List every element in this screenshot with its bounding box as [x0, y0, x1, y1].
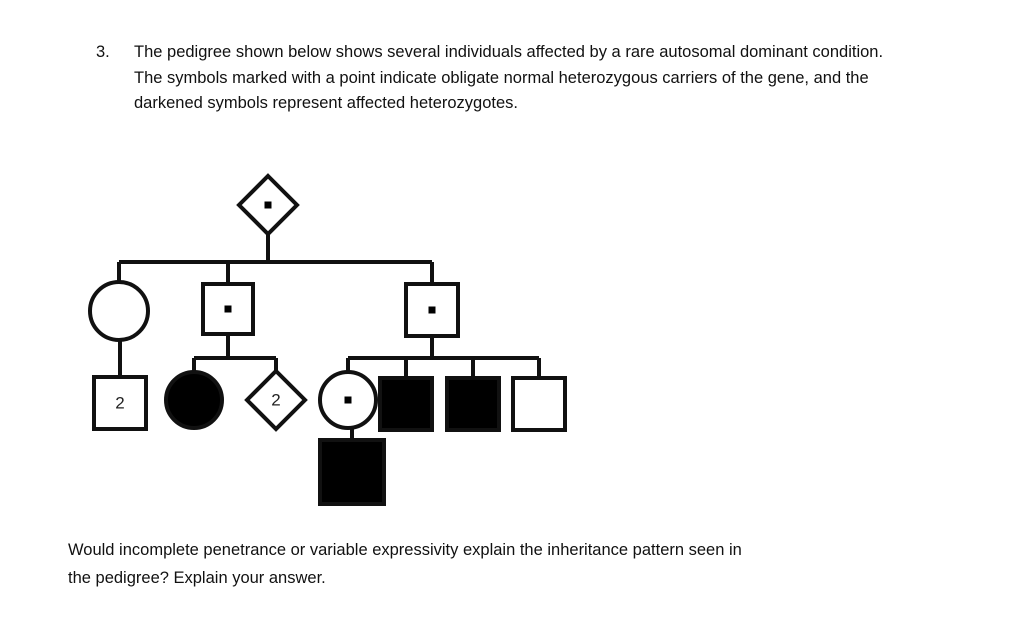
footer-question: Would incomplete penetrance or variable …: [68, 536, 948, 592]
carrier-dot-II-3: [428, 306, 436, 314]
symbol-square-III-6[interactable]: [445, 376, 501, 432]
symbol-square-III-1[interactable]: [92, 375, 148, 431]
carrier-dot-III-4: [344, 396, 352, 404]
individual-III-2[interactable]: [164, 370, 224, 430]
individual-III-3[interactable]: 2: [244, 368, 308, 432]
sibling-count-label-III-1: 2: [115, 394, 124, 413]
symbol-circle-III-2[interactable]: [164, 370, 224, 430]
symbol-square-III-5[interactable]: [378, 376, 434, 432]
footer-question-line-1: Would incomplete penetrance or variable …: [68, 541, 742, 559]
symbol-circle-II-1[interactable]: [88, 280, 150, 342]
carrier-dot-I-1: [264, 201, 272, 209]
generation-II: [88, 280, 460, 342]
generation-IV: [318, 438, 386, 506]
individual-IV-1[interactable]: [318, 438, 386, 506]
individual-III-1[interactable]: 2: [92, 375, 148, 431]
symbol-diamond-III-3[interactable]: [244, 368, 308, 432]
individual-II-2[interactable]: [201, 282, 255, 336]
individual-II-1[interactable]: [88, 280, 150, 342]
footer-question-line-2: the pedigree? Explain your answer.: [68, 569, 326, 587]
symbol-square-IV-1[interactable]: [318, 438, 386, 506]
individual-III-7[interactable]: [511, 376, 567, 432]
individual-III-5[interactable]: [378, 376, 434, 432]
carrier-dot-II-2: [224, 305, 232, 313]
individual-I-1[interactable]: [236, 173, 300, 237]
symbol-square-III-7[interactable]: [511, 376, 567, 432]
symbol-square-II-3[interactable]: [404, 282, 460, 338]
question-number: 3.: [96, 43, 110, 61]
sibling-count-label-III-3: 2: [271, 391, 280, 410]
individual-II-3[interactable]: [404, 282, 460, 338]
question-block: 3. The pedigree shown below shows severa…: [96, 40, 896, 117]
individual-III-6[interactable]: [445, 376, 501, 432]
individual-III-4[interactable]: [318, 370, 378, 430]
generation-I: [236, 173, 300, 237]
question-text: The pedigree shown below shows several i…: [134, 43, 884, 112]
